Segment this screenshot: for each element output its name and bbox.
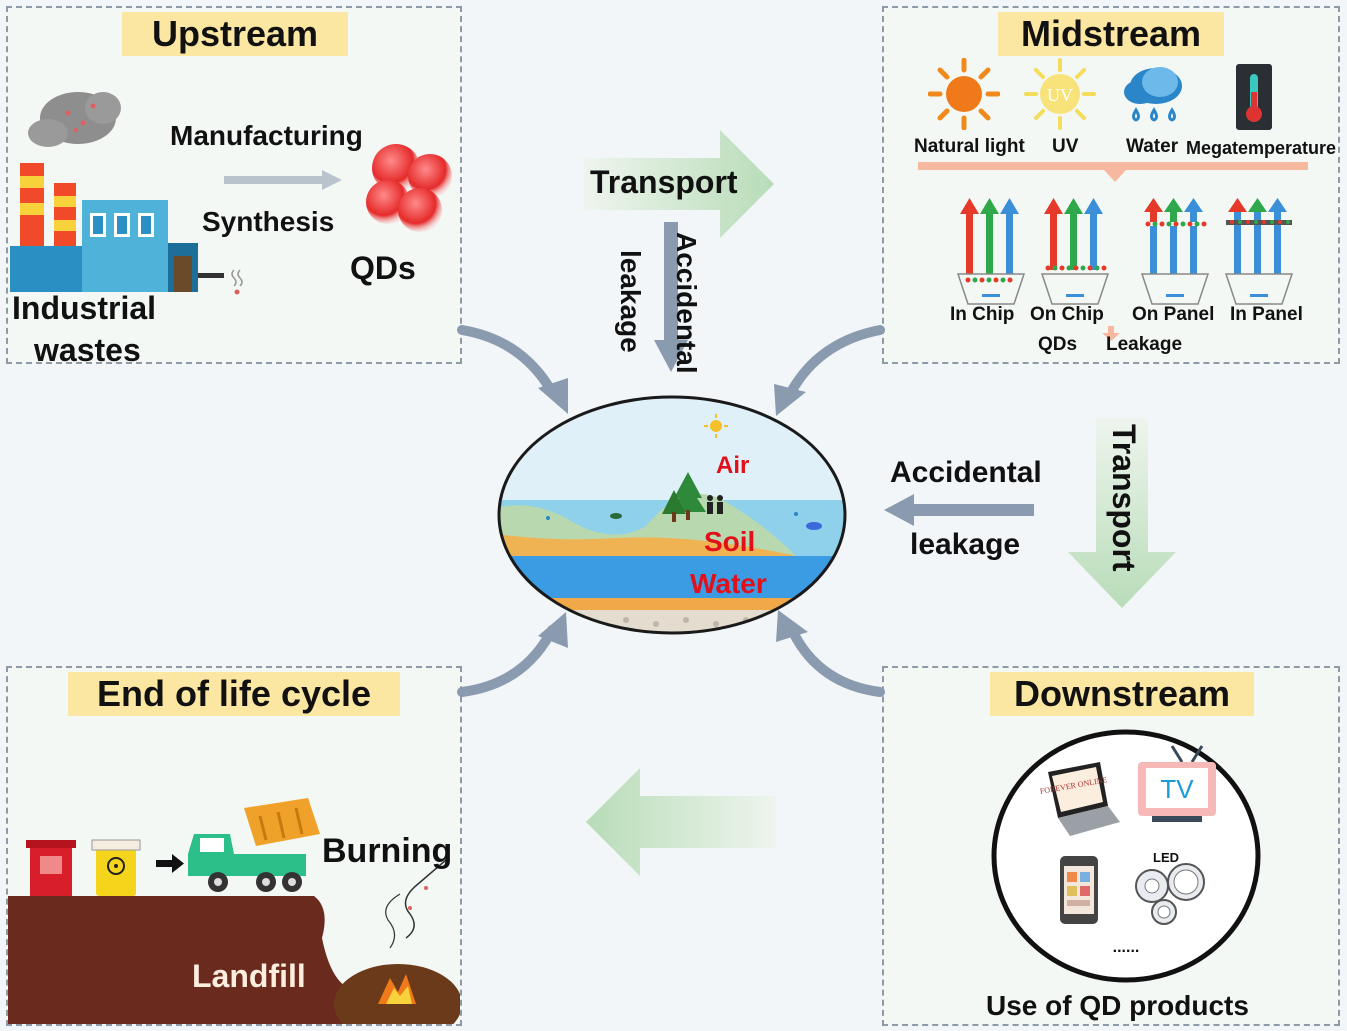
svg-text:TV: TV bbox=[1160, 774, 1194, 804]
landfill-label: Landfill bbox=[192, 958, 306, 994]
industrial-label: Industrial bbox=[12, 290, 157, 326]
thermometer-icon bbox=[1236, 64, 1272, 130]
qds-label: QDs bbox=[350, 250, 416, 286]
leakage-label: Leakage bbox=[1106, 334, 1183, 355]
fish-icon bbox=[546, 512, 822, 530]
return-arrow-left bbox=[586, 768, 776, 876]
svg-text:UV: UV bbox=[1047, 85, 1073, 105]
water-label: Water bbox=[690, 568, 767, 599]
process-arrow bbox=[224, 170, 342, 190]
end-of-life-title: End of life cycle bbox=[68, 672, 400, 716]
device-on-panel bbox=[1140, 198, 1210, 305]
device-label-in-panel: In Panel bbox=[1230, 304, 1303, 325]
downstream-title: Downstream bbox=[990, 672, 1254, 716]
waste-bin-icon bbox=[26, 840, 76, 898]
device-in-chip bbox=[956, 198, 1026, 305]
end-of-life-panel: End of life cycle bbox=[6, 666, 462, 1026]
synthesis-label: Synthesis bbox=[202, 206, 335, 237]
ellipsis-label: ...... bbox=[1113, 939, 1140, 956]
device-in-panel bbox=[1224, 198, 1294, 305]
upstream-panel: Upstream bbox=[6, 6, 462, 368]
factor-bar bbox=[918, 162, 1308, 182]
qds-leakage-label: QDs bbox=[1038, 334, 1078, 355]
midstream-panel: Midstream UV Natural light UV bbox=[882, 6, 1340, 364]
smartphone-icon bbox=[1060, 856, 1098, 924]
midstream-title: Midstream bbox=[998, 12, 1224, 56]
burning-label: Burning bbox=[322, 832, 453, 870]
rain-cloud-icon bbox=[1124, 67, 1182, 122]
smoke-cloud-icon bbox=[28, 92, 121, 147]
uv-icon: UV bbox=[1024, 58, 1096, 130]
qd-products-circle: FOREVER ONLINE TV LED bbox=[991, 729, 1261, 983]
biohazard-bin-icon bbox=[91, 839, 141, 896]
laptop-icon: FOREVER ONLINE bbox=[1039, 762, 1120, 836]
right-arrow-icon bbox=[156, 854, 184, 873]
device-on-chip bbox=[1040, 198, 1110, 305]
device-label-on-chip: On Chip bbox=[1030, 304, 1104, 325]
tree-icon bbox=[662, 472, 706, 522]
transport-arrow-top bbox=[584, 130, 774, 238]
accidental-arrow-down bbox=[654, 222, 688, 372]
landfill-illustration bbox=[8, 798, 460, 1024]
factor-megatemperature: Megatemperature bbox=[1186, 138, 1337, 158]
dump-truck-icon bbox=[188, 798, 320, 892]
svg-text:LED: LED bbox=[1153, 850, 1179, 865]
air-label: Air bbox=[716, 452, 750, 479]
environment-ellipse bbox=[497, 395, 847, 635]
transport-top-label: Transport bbox=[590, 164, 738, 200]
factor-natural-light: Natural light bbox=[914, 136, 1025, 157]
wastes-label: wastes bbox=[34, 332, 141, 368]
tv-icon: TV bbox=[1138, 745, 1216, 822]
leakage-right-label: leakage bbox=[910, 528, 1021, 561]
accidental-arrow-left bbox=[884, 494, 1034, 526]
fire-icon bbox=[334, 964, 460, 1024]
device-label-in-chip: In Chip bbox=[950, 304, 1015, 325]
led-icon: LED bbox=[1135, 850, 1205, 925]
qds-particles-icon bbox=[366, 144, 452, 232]
manufacturing-label: Manufacturing bbox=[170, 120, 363, 151]
people-icon bbox=[707, 495, 723, 514]
chimney-icon bbox=[20, 163, 76, 248]
qd-products-caption: Use of QD products bbox=[986, 990, 1249, 1021]
transport-arrow-down bbox=[1068, 418, 1176, 608]
factory-icon bbox=[10, 200, 243, 295]
factor-uv: UV bbox=[1052, 136, 1079, 157]
light-arrows bbox=[960, 198, 1019, 274]
sun-icon bbox=[928, 58, 1000, 130]
leakage-arrow-icon bbox=[1102, 326, 1120, 341]
upstream-title: Upstream bbox=[122, 12, 348, 56]
factory-illustration bbox=[10, 92, 243, 295]
accidental-right-label: Accidental bbox=[890, 456, 1042, 489]
downstream-panel: Downstream FOREVER ONLINE TV LED bbox=[882, 666, 1340, 1026]
soil-label: Soil bbox=[704, 526, 756, 557]
device-label-on-panel: On Panel bbox=[1132, 304, 1215, 325]
small-sun-icon bbox=[704, 414, 728, 438]
factor-water: Water bbox=[1126, 136, 1179, 157]
